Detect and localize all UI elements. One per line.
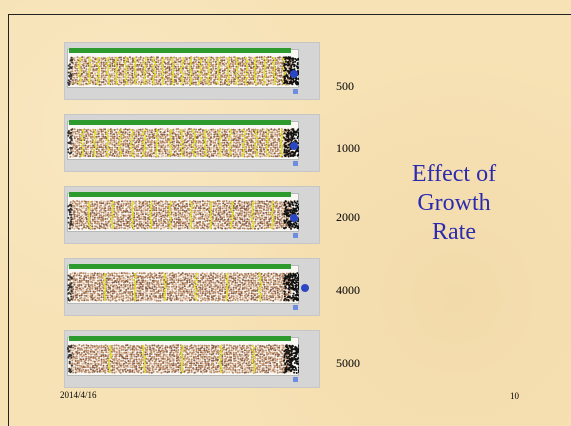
simulation-panel-500 [64, 42, 320, 100]
frame-left-line [8, 14, 9, 426]
green-strip [69, 192, 291, 197]
particle-field [67, 56, 299, 86]
growth-rate-label-5000: 5000 [336, 356, 360, 370]
growth-rate-label-500: 500 [336, 79, 354, 93]
growth-rate-label-2000: 2000 [336, 210, 360, 224]
page-number: 10 [510, 391, 519, 401]
green-strip [69, 264, 291, 269]
frame-top-line [8, 14, 571, 15]
green-strip [69, 48, 291, 53]
knob-icon [301, 284, 309, 292]
simulation-panel-1000 [64, 114, 320, 172]
handle-icon [293, 305, 298, 310]
slide-title-line: Effect of [411, 161, 497, 187]
knob-icon [290, 214, 298, 222]
slide-title-line: Rate [432, 219, 476, 245]
growth-rate-label-4000: 4000 [336, 283, 360, 297]
handle-icon [293, 233, 298, 238]
particle-field [67, 344, 299, 374]
knob-icon [290, 70, 298, 78]
footer-date: 2014/4/16 [60, 390, 97, 400]
particle-field [67, 200, 299, 230]
handle-icon [293, 377, 298, 382]
particle-field [67, 128, 299, 158]
simulation-panel-2000 [64, 186, 320, 244]
slide-title-line: Growth [417, 190, 491, 216]
growth-rate-label-1000: 1000 [336, 141, 360, 155]
handle-icon [293, 161, 298, 166]
handle-icon [293, 89, 298, 94]
particle-field [67, 272, 299, 302]
green-strip [69, 120, 291, 125]
simulation-panel-5000 [64, 330, 320, 388]
knob-icon [290, 142, 298, 150]
green-strip [69, 336, 291, 341]
simulation-panel-4000 [64, 258, 320, 316]
slide-title: Effect of Growth Rate [382, 160, 526, 247]
